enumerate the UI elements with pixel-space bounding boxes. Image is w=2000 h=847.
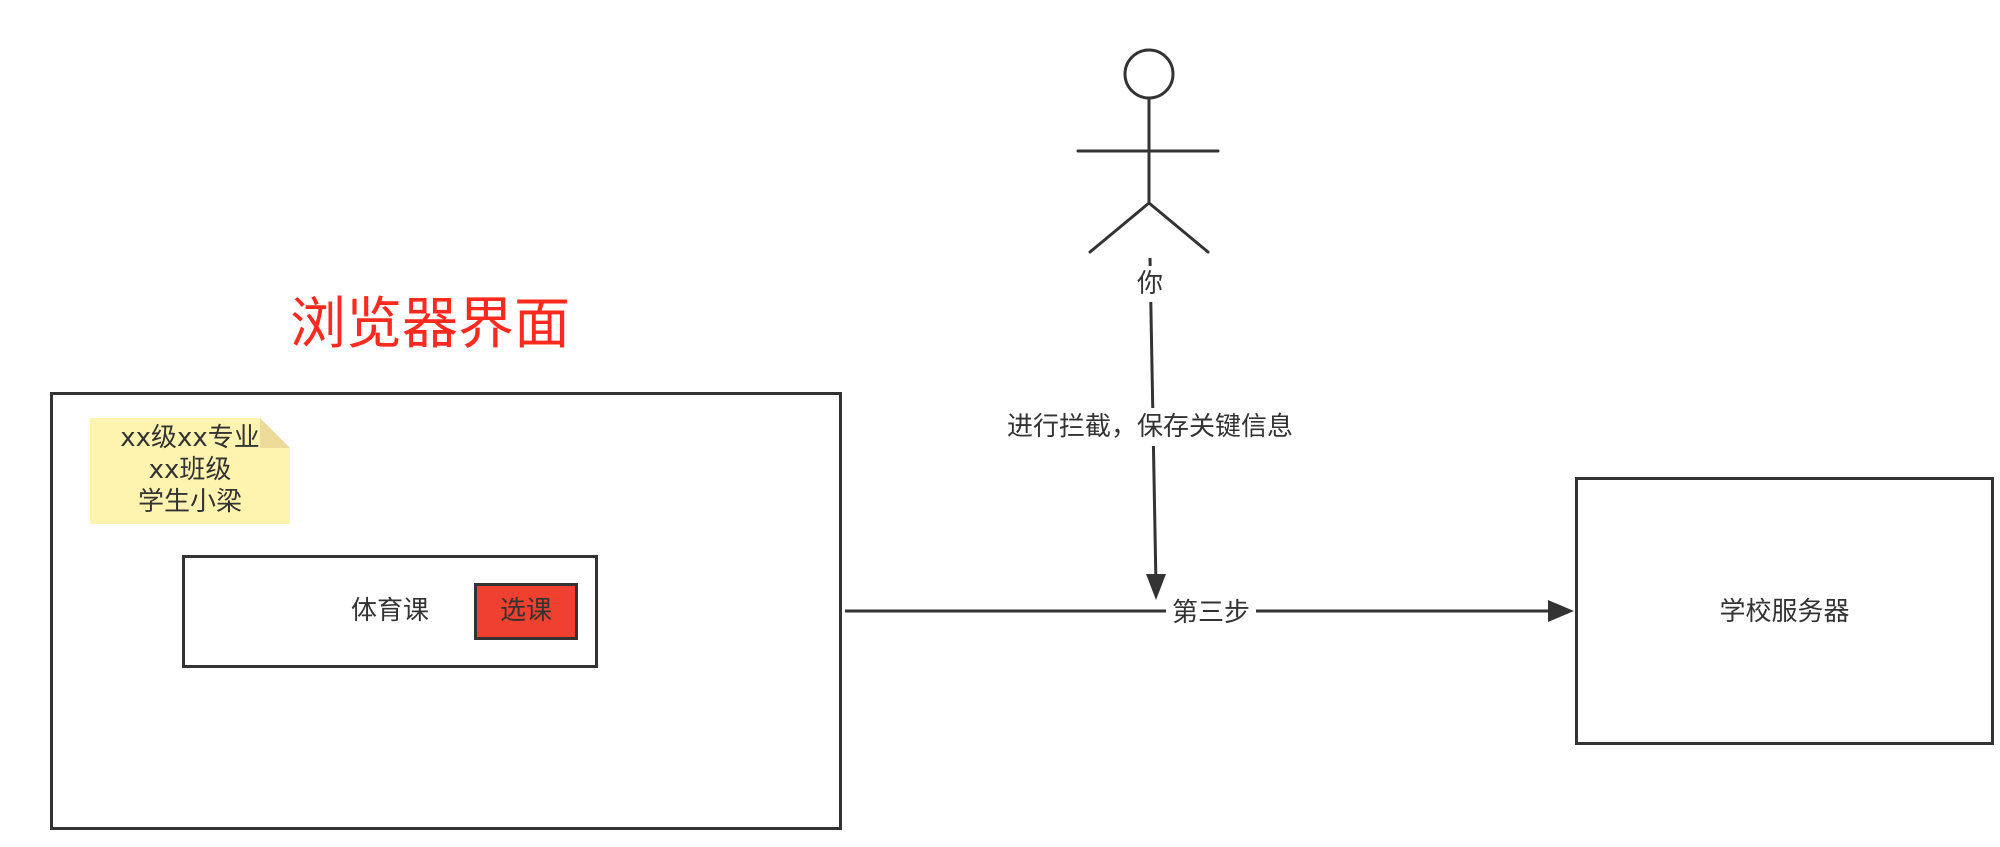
actor-label: 你 xyxy=(1130,266,1170,302)
course-name: 体育课 xyxy=(350,596,429,626)
school-server-box xyxy=(1575,477,1994,745)
note-text: xx级xx专业 xx班级 学生小梁 xyxy=(90,422,290,518)
browser-title: 浏览器界面 xyxy=(290,292,570,357)
step-label: 第三步 xyxy=(1166,595,1256,631)
note-line-class: xx班级 xyxy=(148,455,232,485)
intercept-label: 进行拦截，保存关键信息 xyxy=(1000,408,1300,446)
note-line-major: xx级xx专业 xyxy=(120,423,260,453)
stick-figure-icon xyxy=(1076,48,1220,254)
note-line-student: 学生小梁 xyxy=(137,487,242,517)
select-course-button[interactable]: 选课 xyxy=(474,583,578,640)
course-item xyxy=(182,555,598,668)
intercept-arrow-head xyxy=(1146,574,1166,600)
student-info-note: xx级xx专业 xx班级 学生小梁 xyxy=(90,418,290,524)
school-server-label: 学校服务器 xyxy=(1719,597,1850,627)
request-arrow-head xyxy=(1548,600,1574,622)
note-fold-corner xyxy=(260,418,290,448)
